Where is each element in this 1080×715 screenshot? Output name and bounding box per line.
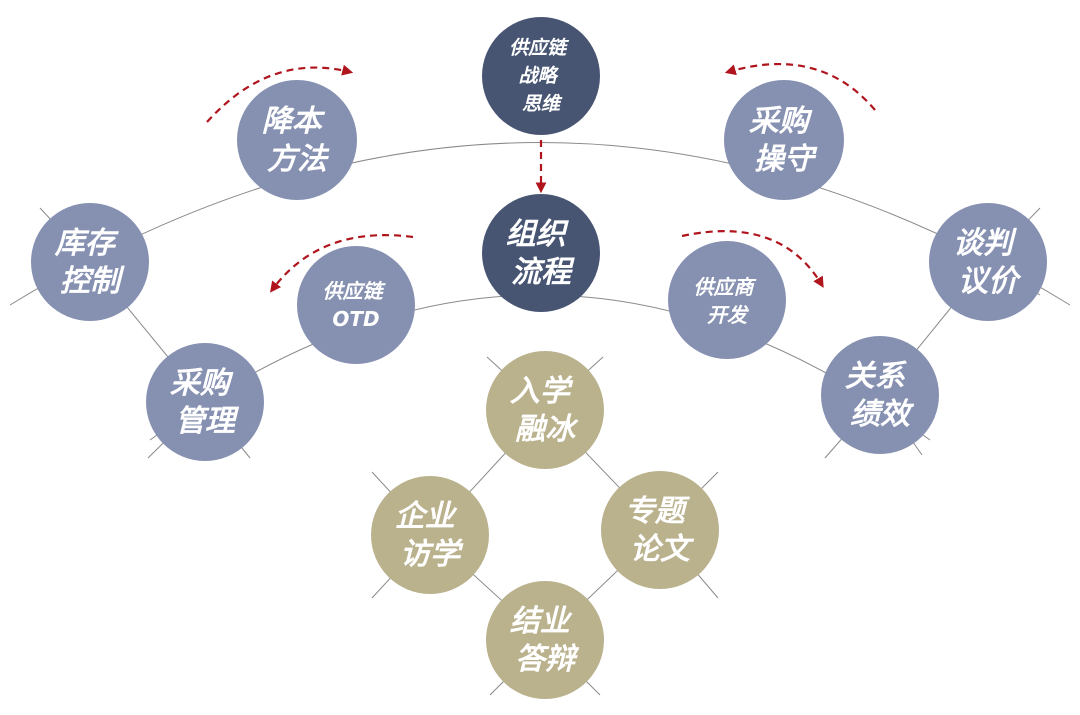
node-label-line: 关系 xyxy=(845,359,908,394)
node-label-line: 思维 xyxy=(522,93,563,115)
node-label-line: 答辩 xyxy=(515,642,580,677)
node-label-line: OTD xyxy=(332,307,379,331)
node-supply-chain-strategy: 供应链 战略 思维 xyxy=(482,17,600,135)
svg-text:供应链 OTD: 供应链 OTD xyxy=(323,279,390,331)
node-inventory-control: 库存 控制 xyxy=(31,203,149,321)
node-label-line: 绩效 xyxy=(850,397,915,432)
node-label-line: 供应链 xyxy=(323,279,387,303)
node-label-line: 供应链 xyxy=(509,37,570,59)
svg-text:采购 操守: 采购 操守 xyxy=(749,104,819,177)
svg-text:供应链 战略 思维: 供应链 战略 思维 xyxy=(509,37,573,115)
node-label-line: 采购 xyxy=(170,366,234,401)
node-procurement-ethics: 采购 操守 xyxy=(724,80,844,200)
node-supplier-development: 供应商 开发 xyxy=(668,241,786,359)
node-label-line: 结业 xyxy=(510,604,573,639)
svg-text:入学 融冰: 入学 融冰 xyxy=(510,374,580,447)
node-label-line: 入学 xyxy=(510,374,574,409)
node-label-line: 管理 xyxy=(175,404,240,439)
node-label-line: 谈判 xyxy=(953,226,1018,261)
svg-text:组织 流程: 组织 流程 xyxy=(506,217,576,290)
svg-text:企业 访学: 企业 访学 xyxy=(395,499,465,572)
node-thesis: 专题 论文 xyxy=(601,471,719,589)
node-label-line: 组织 xyxy=(506,217,570,252)
node-label-line: 采购 xyxy=(749,104,813,139)
node-negotiation: 谈判 议价 xyxy=(929,203,1047,321)
node-label-line: 战略 xyxy=(519,65,560,87)
node-label-line: 供应商 xyxy=(694,275,757,299)
node-label-line: 访学 xyxy=(400,537,464,572)
node-label-line: 方法 xyxy=(267,142,330,177)
svg-text:专题 论文: 专题 论文 xyxy=(625,494,695,567)
node-label-line: 融冰 xyxy=(515,412,579,447)
node-cost-reduction: 降本 方法 xyxy=(237,80,357,200)
arrow-procurement-ethics xyxy=(724,62,876,111)
node-label-line: 开发 xyxy=(707,303,750,327)
svg-text:关系 绩效: 关系 绩效 xyxy=(845,359,915,432)
node-procurement-management: 采购 管理 xyxy=(146,343,264,461)
node-enterprise-visit: 企业 访学 xyxy=(371,476,489,594)
node-label-line: 论文 xyxy=(630,532,695,567)
node-org-process: 组织 流程 xyxy=(482,194,600,312)
svg-text:库存 控制: 库存 控制 xyxy=(54,226,125,299)
flow-arrows xyxy=(206,62,876,293)
node-label-line: 库存 xyxy=(54,226,120,261)
svg-text:降本 方法: 降本 方法 xyxy=(262,104,332,177)
node-enrollment-icebreak: 入学 融冰 xyxy=(486,351,604,469)
node-supply-chain-otd: 供应链 OTD xyxy=(297,246,415,364)
node-label-line: 控制 xyxy=(60,264,125,299)
node-label-line: 流程 xyxy=(511,255,575,290)
svg-text:结业 答辩: 结业 答辩 xyxy=(510,604,580,677)
node-label-line: 降本 xyxy=(262,104,326,139)
node-label-line: 操守 xyxy=(754,142,818,177)
node-label-line: 专题 xyxy=(625,494,691,529)
svg-text:采购 管理: 采购 管理 xyxy=(170,366,240,439)
arrow-supplier-dev xyxy=(681,230,824,288)
node-label-line: 企业 xyxy=(395,499,458,534)
node-graduation-defense: 结业 答辩 xyxy=(486,581,604,699)
node-relationship-performance: 关系 绩效 xyxy=(821,336,939,454)
node-label-line: 议价 xyxy=(958,264,1022,299)
svg-text:供应商 开发: 供应商 开发 xyxy=(694,275,761,327)
svg-text:谈判 议价: 谈判 议价 xyxy=(953,226,1023,299)
